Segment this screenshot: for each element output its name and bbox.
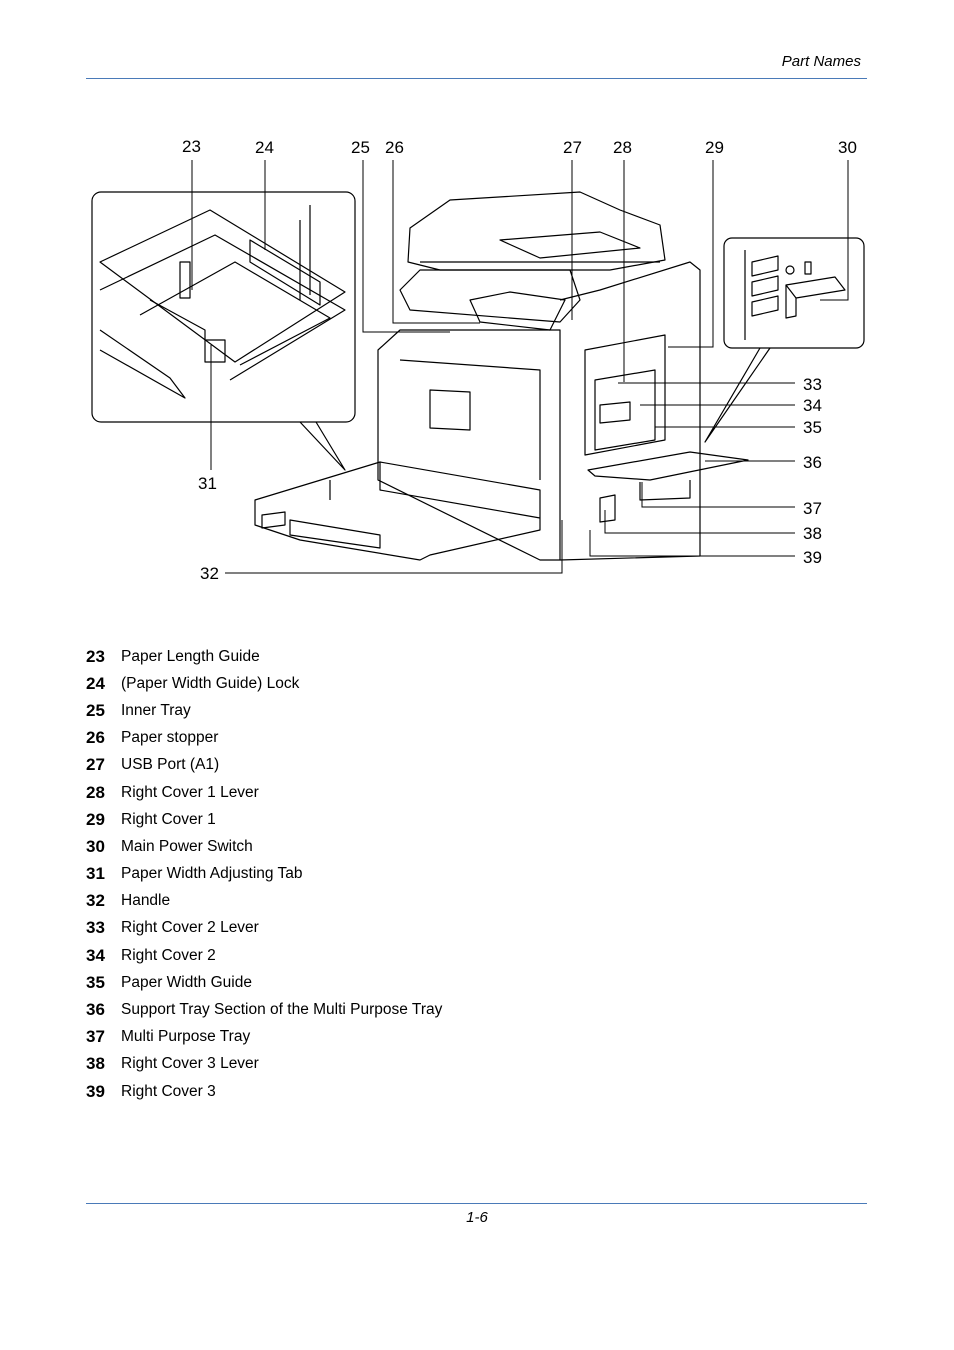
printer-parts-illustration: 23 24 25 26 27 28 29 30 31 32 33 34 35 3… [91,137,865,583]
legend-label: Inner Tray [121,701,191,719]
legend-item: 30 Main Power Switch [86,833,442,860]
legend-item: 28 Right Cover 1 Lever [86,779,442,806]
legend-label: Paper stopper [121,729,219,747]
callout-24: 24 [255,138,274,157]
header-rule [86,78,867,79]
legend-number: 23 [86,646,105,666]
legend-number: 32 [86,891,105,911]
legend-label: Main Power Switch [121,837,253,855]
legend-number: 38 [86,1054,105,1074]
callout-39: 39 [803,548,822,567]
legend-item: 23 Paper Length Guide [86,643,442,670]
legend-number: 26 [86,728,105,748]
legend-number: 37 [86,1027,105,1047]
legend-item: 37 Multi Purpose Tray [86,1024,442,1051]
legend-label: Right Cover 3 [121,1082,216,1100]
legend-item: 36 Support Tray Section of the Multi Purp… [86,996,442,1023]
callout-28: 28 [613,138,632,157]
callout-35: 35 [803,418,822,437]
callout-30: 30 [838,138,857,157]
legend-item: 29 Right Cover 1 [86,806,442,833]
callout-38: 38 [803,524,822,543]
legend-label: Right Cover 1 Lever [121,783,259,801]
legend-label: (Paper Width Guide) Lock [121,674,300,692]
legend-item: 33 Right Cover 2 Lever [86,915,442,942]
legend-number: 31 [86,864,105,884]
callout-27: 27 [563,138,582,157]
power-switch-inset [704,237,865,443]
legend-number: 24 [86,673,105,693]
legend-label: Support Tray Section of the Multi Purpos… [121,1001,443,1019]
legend-item: 25 Inner Tray [86,697,442,724]
callout-36: 36 [803,453,822,472]
legend-label: Paper Width Adjusting Tab [121,865,303,883]
callout-37: 37 [803,499,822,518]
callout-25: 25 [351,138,370,157]
legend-number: 25 [86,700,105,720]
legend-label: Right Cover 1 [121,810,216,828]
legend-item: 35 Paper Width Guide [86,969,442,996]
legend-number: 30 [86,836,105,856]
legend-label: Right Cover 3 Lever [121,1055,259,1073]
legend-label: Right Cover 2 [121,946,216,964]
legend-item: 31 Paper Width Adjusting Tab [86,861,442,888]
legend-number: 33 [86,918,105,938]
legend-label: USB Port (A1) [121,756,220,774]
footer-rule [86,1203,867,1204]
callout-23: 23 [182,137,201,156]
legend-item: 24 (Paper Width Guide) Lock [86,670,442,697]
cassette-inset [91,191,356,471]
legend-item: 27 USB Port (A1) [86,752,442,779]
legend-label: Paper Length Guide [121,647,260,665]
legend-number: 39 [86,1081,105,1101]
legend-label: Handle [121,892,171,910]
legend-item: 32 Handle [86,888,442,915]
callout-31: 31 [198,474,217,493]
legend-number: 34 [86,945,105,965]
page-number: 1-6 [466,1209,488,1226]
legend-item: 38 Right Cover 3 Lever [86,1051,442,1078]
callout-29: 29 [705,138,724,157]
legend-number: 29 [86,809,105,829]
legend-number: 36 [86,1000,105,1020]
legend-number: 27 [86,755,105,775]
printer-body [254,191,749,561]
callout-33: 33 [803,375,822,394]
legend-item: 34 Right Cover 2 [86,942,442,969]
legend-number: 35 [86,972,105,992]
legend-label: Multi Purpose Tray [121,1028,251,1046]
section-title: Part Names [781,53,861,70]
callout-32: 32 [200,564,219,583]
legend-label: Right Cover 2 Lever [121,919,259,937]
legend-item: 39 Right Cover 3 [86,1078,442,1105]
callout-34: 34 [803,396,822,415]
legend-item: 26 Paper stopper [86,725,442,752]
parts-legend: 23 Paper Length Guide 24 (Paper Width Guid… [86,643,442,1105]
legend-label: Paper Width Guide [121,973,252,991]
callout-26: 26 [385,138,404,157]
legend-number: 28 [86,782,105,802]
